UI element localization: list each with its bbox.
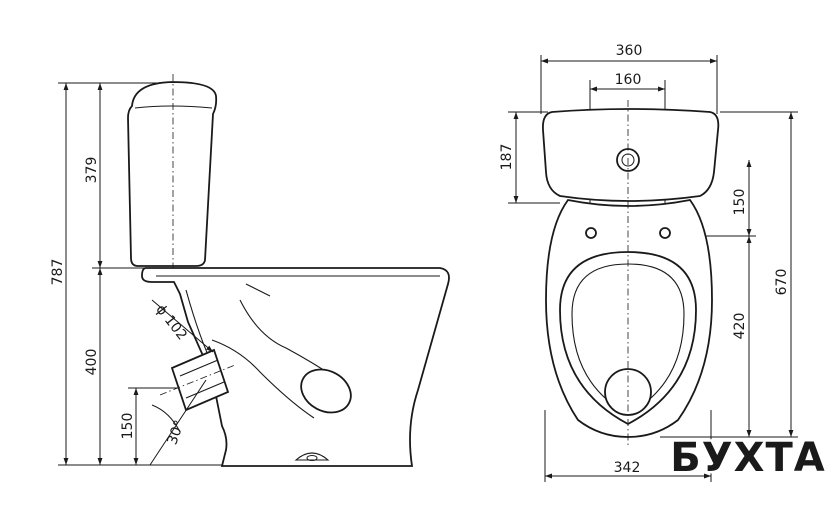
top-dimension-lines — [513, 58, 794, 479]
dim-tank-height: 379 — [84, 157, 100, 184]
cistern-tank — [127, 74, 218, 272]
diameter-leader — [151, 299, 214, 353]
bowl-profile — [141, 267, 450, 467]
dim-mount-offset: 150 — [732, 189, 748, 216]
side-dimension-lines — [63, 83, 139, 465]
dim-total-depth: 670 — [774, 269, 790, 296]
dim-tank-width: 360 — [616, 43, 643, 59]
tank-top-outline — [542, 108, 720, 202]
angle-annotation — [149, 379, 207, 466]
dim-bowl-width: 342 — [614, 460, 641, 476]
top-view: 360 160 187 150 420 670 342 — [499, 43, 798, 482]
dim-outlet-height: 150 — [120, 413, 136, 440]
bowl-top-outline — [545, 100, 713, 448]
dim-mount-spacing: 160 — [615, 72, 642, 88]
outlet-spigot — [159, 348, 236, 412]
dim-total-height: 787 — [50, 259, 66, 286]
brand-logo: БУХТА — [668, 433, 827, 484]
side-view: 787 379 400 150 ϕ 102 30° — [50, 74, 450, 467]
dim-seat-depth: 420 — [732, 313, 748, 340]
brand-logo-text: БУХТА — [670, 435, 825, 481]
dim-outlet-angle: 30° — [164, 418, 188, 447]
dim-tank-depth: 187 — [499, 144, 515, 171]
dim-bowl-height: 400 — [84, 349, 100, 376]
